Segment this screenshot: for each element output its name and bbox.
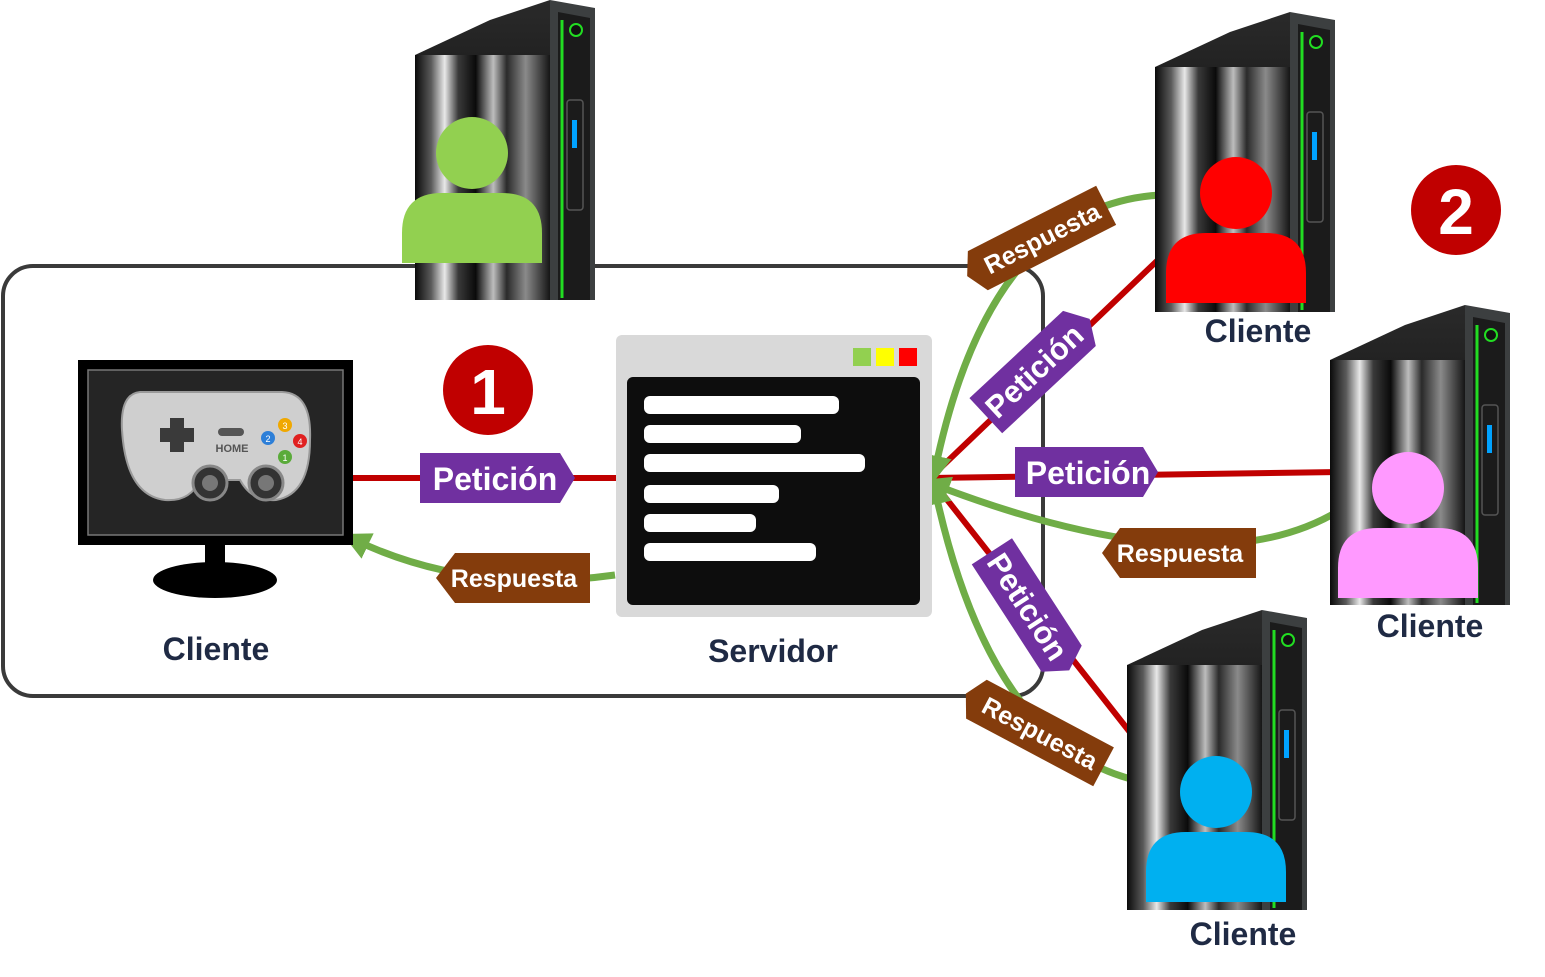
terminal-window-icon: [616, 335, 932, 617]
client-label-blue: Cliente: [1190, 916, 1297, 952]
step-badge-2: 2: [1411, 165, 1501, 255]
request-label-1: Petición: [433, 461, 557, 497]
response-tag-pink: Respuesta: [1102, 528, 1256, 578]
response-label-pink: Respuesta: [1117, 540, 1245, 568]
request-label-pink: Petición: [1026, 455, 1150, 491]
request-tag-1: Petición: [420, 453, 575, 503]
controller-button-1: 1: [282, 453, 287, 463]
client-label-red: Cliente: [1205, 313, 1312, 349]
request-tag-red: Petición: [969, 310, 1096, 434]
controller-button-3: 3: [282, 421, 287, 431]
client-label-left: Cliente: [163, 631, 270, 667]
request-tag-pink: Petición: [1015, 447, 1158, 497]
controller-button-2: 2: [265, 434, 270, 444]
server-label: Servidor: [708, 633, 838, 669]
home-label: HOME: [216, 443, 249, 455]
step-number-2: 2: [1438, 176, 1474, 248]
response-tag-blue: Respuesta: [965, 679, 1114, 787]
request-label-red: Petición: [978, 317, 1090, 425]
step-badge-1: 1: [443, 345, 533, 435]
game-controller-icon: HOME 3 2 4 1: [120, 391, 312, 502]
request-tag-blue: Petición: [971, 538, 1082, 672]
controller-button-4: 4: [297, 437, 302, 447]
client-label-pink: Cliente: [1377, 608, 1484, 644]
step-number-1: 1: [470, 356, 506, 428]
response-tag-1: Respuesta: [436, 553, 590, 603]
response-label-1: Respuesta: [451, 565, 579, 593]
